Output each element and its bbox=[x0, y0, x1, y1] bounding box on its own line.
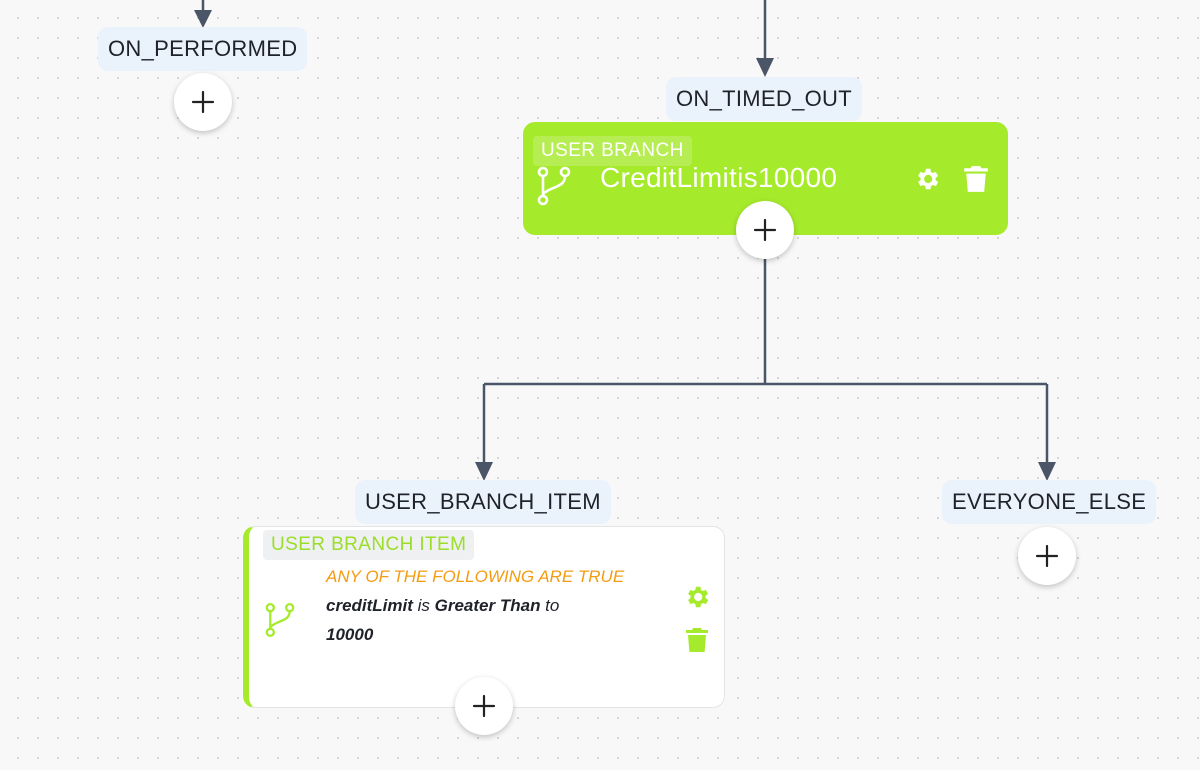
condition-operator: Greater Than bbox=[434, 596, 541, 615]
condition-value: 10000 bbox=[326, 625, 374, 644]
arrow-on-performed bbox=[194, 10, 212, 28]
add-step-button-everyone-else[interactable] bbox=[1018, 527, 1076, 585]
arrow-on-timed-out bbox=[756, 58, 774, 77]
arrow-everyone-else bbox=[1038, 462, 1056, 481]
trash-icon[interactable] bbox=[685, 627, 709, 658]
plus-icon bbox=[191, 90, 215, 114]
branch-icon bbox=[537, 166, 571, 211]
user-branch-title: CreditLimitis10000 bbox=[600, 162, 838, 193]
branch-icon bbox=[265, 601, 295, 644]
condition-word-to: to bbox=[540, 596, 560, 615]
user-branch-badge: USER BRANCH bbox=[533, 136, 692, 166]
plus-icon bbox=[472, 694, 496, 718]
edge-label-on-timed-out: ON_TIMED_OUT bbox=[666, 77, 862, 121]
arrow-user-branch-item bbox=[475, 462, 493, 481]
edge-label-on-performed: ON_PERFORMED bbox=[98, 27, 308, 71]
add-step-button-user-branch-item[interactable] bbox=[455, 677, 513, 735]
add-step-button-on-performed[interactable] bbox=[174, 73, 232, 131]
user-branch-node[interactable]: USER BRANCH CreditLimitis10000 bbox=[523, 122, 1008, 235]
condition-header: ANY OF THE FOLLOWING ARE TRUE bbox=[326, 567, 625, 586]
add-step-button-user-branch[interactable] bbox=[736, 201, 794, 259]
edge-label-everyone-else: EVERYONE_ELSE bbox=[942, 480, 1157, 524]
trash-icon[interactable] bbox=[963, 165, 989, 198]
condition-word-is: is bbox=[412, 596, 435, 615]
plus-icon bbox=[753, 218, 777, 242]
condition-rule: creditLimit is Greater Than to bbox=[326, 596, 559, 616]
condition-field: creditLimit bbox=[326, 596, 413, 615]
gear-icon[interactable] bbox=[913, 165, 941, 198]
gear-icon[interactable] bbox=[683, 583, 711, 616]
plus-icon bbox=[1035, 544, 1059, 568]
user-branch-item-badge: USER BRANCH ITEM bbox=[263, 530, 475, 560]
edge-label-user-branch-item: USER_BRANCH_ITEM bbox=[355, 480, 611, 524]
